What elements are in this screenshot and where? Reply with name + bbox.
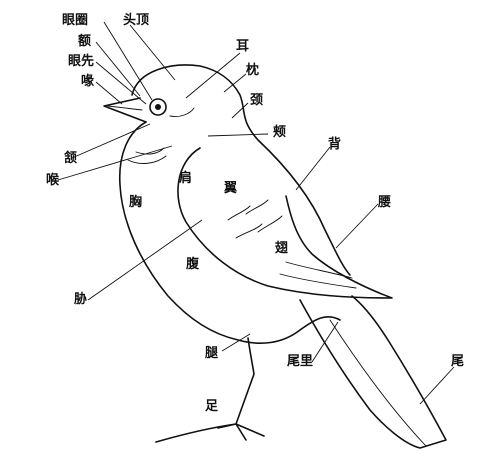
leader-hui [95, 81, 123, 105]
leader-yanquan [103, 21, 153, 101]
leader-jing [231, 102, 249, 119]
leader-er [185, 52, 241, 99]
beak-line [107, 105, 143, 111]
leader-xie [87, 219, 203, 301]
label-chi: 翅 [275, 241, 289, 256]
wing-feather-rows [227, 199, 357, 289]
leader-wei [419, 366, 455, 405]
label-er: 耳 [236, 39, 250, 54]
tail-outline [299, 295, 447, 449]
bird-outline-front [118, 121, 239, 341]
label-yi: 翼 [224, 181, 238, 196]
label-han: 颔 [64, 151, 78, 166]
leader-han [71, 123, 151, 159]
eye-pupil [155, 104, 161, 110]
label-yanxian: 眼先 [68, 54, 95, 69]
undertail-outline [237, 315, 341, 344]
wing-outline [177, 147, 393, 299]
label-jia: 颊 [273, 125, 287, 140]
label-fu: 腹 [186, 257, 200, 272]
throat-feathers [127, 107, 195, 164]
label-hou: 喉 [46, 173, 60, 188]
leader-tui [221, 333, 251, 352]
label-touding: 头顶 [123, 13, 150, 28]
label-jing: 颈 [250, 93, 264, 108]
label-xie: 胁 [74, 292, 88, 307]
leader-hou [57, 145, 173, 181]
leader-e [95, 41, 141, 97]
leader-zhen [223, 73, 247, 93]
label-yao: 腰 [378, 195, 392, 210]
leader-touding [129, 24, 176, 81]
label-tui: 腿 [205, 346, 219, 361]
label-zu: 足 [205, 399, 219, 414]
label-weili: 尾里 [287, 354, 314, 369]
eye-ring [149, 98, 167, 116]
leader-yanxian [95, 61, 147, 105]
bird-outline-head-back [131, 64, 351, 276]
leader-bei [295, 146, 331, 191]
label-zhen: 枕 [246, 63, 260, 78]
label-wei: 尾 [451, 354, 465, 369]
leg [217, 337, 255, 429]
leader-weili [311, 321, 339, 363]
label-xiong: 胸 [129, 195, 143, 210]
label-yanquan: 眼圈 [62, 13, 89, 28]
label-jian: 肩 [179, 171, 193, 186]
leader-jia [207, 133, 269, 137]
label-hui: 喙 [81, 74, 95, 89]
beak [103, 97, 147, 123]
leader-yao [335, 203, 379, 249]
foot [155, 423, 265, 443]
label-e: 额 [78, 34, 92, 49]
label-bei: 背 [328, 137, 342, 152]
tail-feather-line [329, 319, 427, 447]
